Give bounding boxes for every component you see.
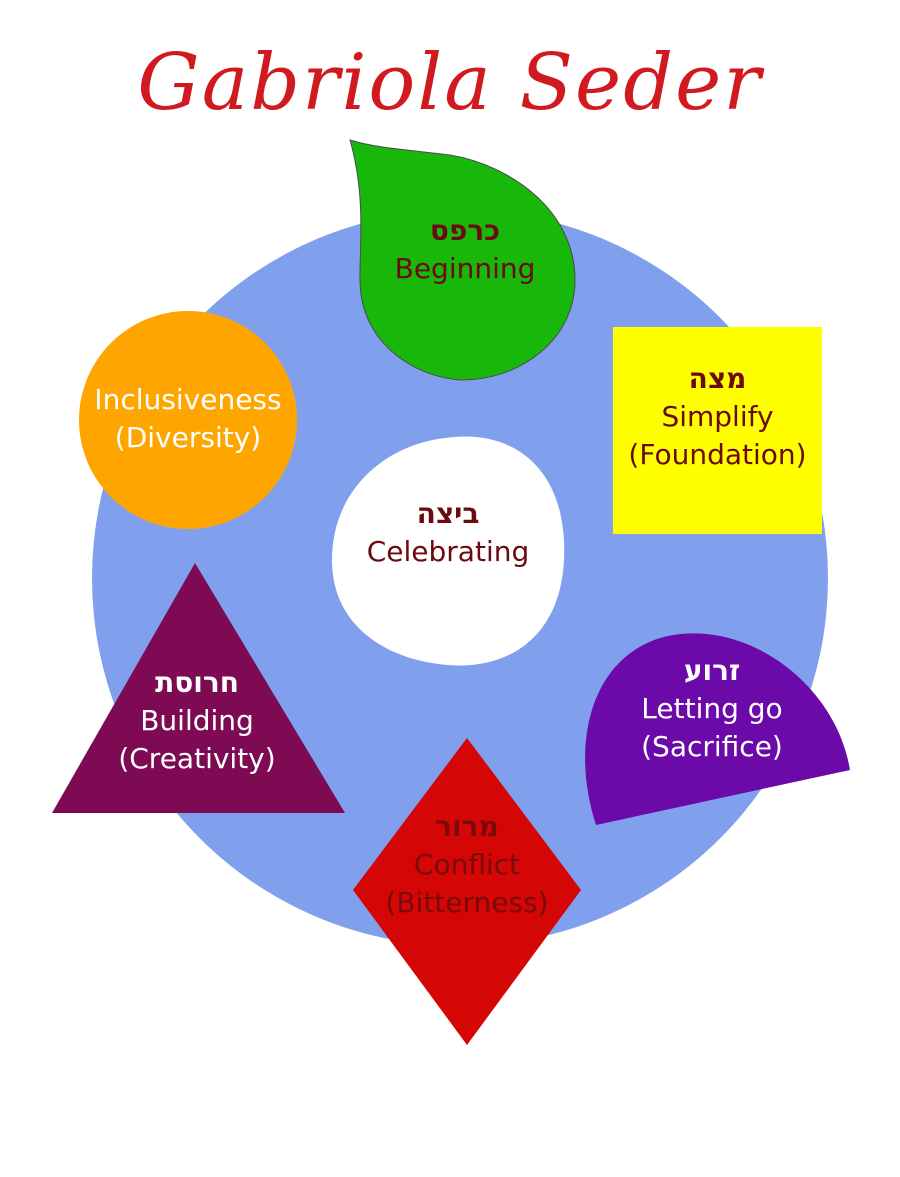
karpas-hebrew: כרפס (429, 214, 501, 247)
charoset-line-2: (Creativity) (118, 741, 276, 775)
maror-line-1: Conflict (413, 847, 521, 881)
karpas-leaf-shape (349, 139, 576, 381)
charoset-line-1: Building (140, 703, 254, 737)
beitzah-egg-shape (332, 436, 565, 666)
matzah-label: מצה Simplify (Foundation) (613, 360, 822, 473)
zeroa-half-circle-shape (585, 633, 850, 825)
matzah-square-shape (613, 327, 822, 534)
zeroa-label: זרוע Letting go (Sacrifice) (597, 652, 827, 765)
inclusive-circle-shape (79, 311, 297, 529)
charoset-label: חרוסת Building (Creativity) (92, 664, 302, 777)
charoset-hebrew: חרוסת (155, 666, 239, 699)
maror-line-2: (Bitterness) (385, 885, 549, 919)
maror-label: מרור Conflict (Bitterness) (362, 808, 572, 921)
beitzah-hebrew: ביצה (416, 497, 480, 530)
inclusive-line-1: Inclusiveness (94, 383, 282, 416)
beitzah-line-1: Celebrating (366, 534, 530, 568)
inclusive-line-2: (Diversity) (114, 420, 262, 454)
matzah-line-1: Simplify (661, 399, 774, 433)
maror-hebrew: מרור (435, 810, 499, 843)
zeroa-hebrew: זרוע (683, 654, 741, 687)
maror-diamond-shape (353, 738, 581, 1045)
inclusive-label: Inclusiveness (Diversity) (79, 381, 297, 457)
diagram-title: Gabriola Seder (137, 38, 763, 128)
matzah-hebrew: מצה (688, 362, 747, 395)
beitzah-label: ביצה Celebrating (336, 495, 560, 571)
karpas-line-1: Beginning (394, 251, 536, 285)
zeroa-line-2: (Sacrifice) (641, 729, 783, 763)
charoset-triangle-shape (52, 563, 345, 813)
karpas-label: כרפס Beginning (360, 212, 570, 288)
zeroa-line-1: Letting go (641, 691, 783, 725)
matzah-line-2: (Foundation) (628, 437, 807, 471)
